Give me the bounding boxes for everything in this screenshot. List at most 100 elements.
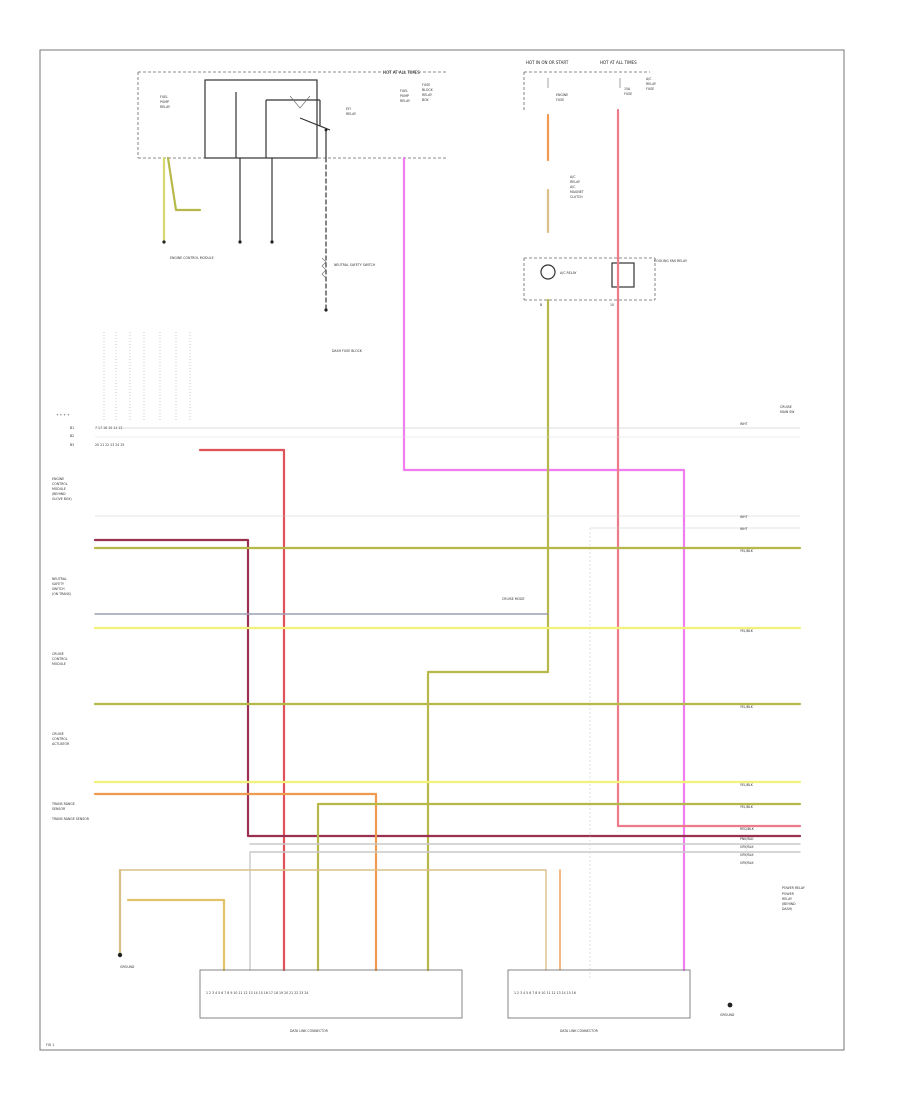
svg-text:PNK/BLK: PNK/BLK (740, 837, 754, 841)
ac-relay-label: A/C RELAY (560, 271, 577, 275)
svg-text:DASH): DASH) (782, 907, 792, 911)
figure-number: FIG 1 (46, 1043, 54, 1047)
wire-red-ecm (198, 448, 286, 972)
dash-fuse-label: DASH FUSE BLOCK (332, 349, 363, 353)
data-link-connector-left: 1 2 3 4 5 6 7 8 9 10 11 12 13 14 15 16 1… (199, 969, 463, 1033)
svg-text:15A: 15A (624, 87, 631, 91)
svg-text:YEL/BLK: YEL/BLK (740, 783, 754, 787)
svg-text:RELAY: RELAY (400, 99, 410, 103)
svg-text:ACTUATOR: ACTUATOR (52, 742, 70, 746)
data-link-connector-right: 1 2 3 4 5 6 7 8 9 10 11 12 13 14 15 16 D… (507, 969, 691, 1033)
svg-text:YEL/BLK: YEL/BLK (740, 629, 754, 633)
svg-text:POWER: POWER (782, 892, 795, 896)
svg-text:FUSE: FUSE (422, 83, 430, 87)
svg-text:B1: B1 (70, 426, 74, 430)
wire-tan-h (119, 869, 547, 971)
svg-text:RELAY: RELAY (346, 112, 356, 116)
wire-pink (402, 156, 686, 972)
right-terminals: WHT WHT YEL/BLK YEL/BLK YEL/BLK YEL/BLK YEL… (740, 515, 796, 911)
svg-text:MAGNET: MAGNET (570, 190, 584, 194)
wire-yellow-stub (126, 898, 226, 972)
svg-text:PUMP: PUMP (160, 100, 169, 104)
svg-text:GLOVE BOX): GLOVE BOX) (52, 497, 72, 501)
wire-left-olive (166, 156, 202, 212)
svg-text:B2: B2 (70, 434, 74, 438)
svg-text:FUSE: FUSE (624, 92, 632, 96)
svg-text:A/C: A/C (570, 185, 576, 189)
svg-text:B: B (540, 303, 542, 307)
svg-text:SAFETY: SAFETY (52, 582, 64, 586)
svg-text:ENGINE: ENGINE (52, 477, 64, 481)
svg-text:WHT: WHT (740, 422, 748, 426)
svg-text:CRUISE: CRUISE (52, 652, 64, 656)
svg-text:PUMP: PUMP (400, 94, 409, 98)
svg-text:BLOCK: BLOCK (422, 88, 434, 92)
svg-text:YEL/BLK: YEL/BLK (740, 805, 754, 809)
svg-text:RELAY: RELAY (570, 180, 580, 184)
svg-text:RED/BLK: RED/BLK (740, 827, 755, 831)
svg-text:CRUISE: CRUISE (52, 732, 64, 736)
relay-box-right: HOT IN ON OR START HOT AT ALL TIMES ENGI… (523, 60, 687, 307)
svg-text:RELAY: RELAY (160, 105, 170, 109)
right-bus-label-a: HOT IN ON OR START (526, 60, 569, 65)
svg-text:10: 10 (610, 303, 614, 307)
svg-text:SENSOR: SENSOR (52, 807, 66, 811)
wire-olive-center (426, 298, 550, 972)
svg-text:FUSE: FUSE (646, 87, 654, 91)
vertical-label-group (103, 332, 191, 420)
wire-darkred-left (93, 538, 802, 838)
ground-left-label: GROUND (120, 965, 135, 969)
svg-text:1 2 3 4 5 6 7 8 9 10 11 12 13: 1 2 3 4 5 6 7 8 9 10 11 12 13 14 15 16 1… (206, 991, 308, 995)
svg-text:A/C: A/C (570, 175, 576, 179)
svg-text:A/C: A/C (646, 77, 652, 81)
engine-control-label: ENGINE CONTROL MODULE (170, 256, 214, 260)
svg-text:(BEHIND: (BEHIND (782, 902, 796, 906)
svg-text:(BEHIND: (BEHIND (52, 492, 66, 496)
right-bus-label-b: HOT AT ALL TIMES (600, 60, 637, 65)
svg-text:CONTROL: CONTROL (52, 482, 68, 486)
relay-bus-label: HOT AT ALL TIMES (383, 70, 420, 75)
svg-text:YEL/BLK: YEL/BLK (740, 549, 754, 553)
power-relay-label: POWER RELAY (782, 886, 805, 890)
svg-text:BOX: BOX (422, 98, 429, 102)
svg-text:CONTROL: CONTROL (52, 657, 68, 661)
svg-text:SWITCH: SWITCH (52, 587, 65, 591)
svg-text:1 2 3 4 5 6 7 8 9 10 11 12 13: 1 2 3 4 5 6 7 8 9 10 11 12 13 14 15 16 (514, 991, 576, 995)
svg-text:+ + + +: + + + + (56, 413, 70, 417)
dlc-left-label: DATA LINK CONNECTOR (290, 1029, 329, 1033)
svg-text:EFI: EFI (346, 107, 351, 111)
wire-gray-h3 (249, 851, 801, 971)
svg-text:RELAY: RELAY (422, 93, 432, 97)
trans-range-label: TRANS RANGE SENSOR (51, 817, 90, 821)
neutral-safety-label: NEUTRAL SAFETY SWITCH (334, 263, 376, 267)
svg-text:NEUTRAL: NEUTRAL (52, 577, 67, 581)
svg-text:WHT: WHT (740, 515, 748, 519)
svg-text:MAIN SW: MAIN SW (780, 410, 795, 414)
svg-text:TRANS RANGE: TRANS RANGE (51, 802, 75, 806)
ground-right-label: GROUND (720, 1013, 735, 1017)
dlc-right-label: DATA LINK CONNECTOR (560, 1029, 599, 1033)
wire-orange-h (93, 792, 378, 972)
svg-text:YEL/BLK: YEL/BLK (740, 705, 754, 709)
svg-text:GRY/BLK: GRY/BLK (740, 845, 754, 849)
svg-text:FUEL: FUEL (160, 95, 168, 99)
svg-text:MODULE: MODULE (52, 662, 66, 666)
svg-text:RELAY: RELAY (646, 82, 656, 86)
cooling-fan-label: COOLING FAN RELAY (654, 259, 687, 263)
svg-text:RELAY: RELAY (782, 897, 792, 901)
svg-text:B3: B3 (70, 443, 74, 447)
svg-text:WHT: WHT (740, 527, 748, 531)
svg-text:GRY/BLK: GRY/BLK (740, 853, 754, 857)
svg-text:CRUISE: CRUISE (780, 405, 792, 409)
svg-text:CONTROL: CONTROL (52, 737, 68, 741)
wire-olive-h3 (316, 802, 802, 972)
svg-text:CLUTCH: CLUTCH (570, 195, 583, 199)
svg-text:20 21 22 23 24 25: 20 21 22 23 24 25 (95, 443, 124, 447)
diagram-frame (39, 49, 845, 1051)
svg-text:(ON TRANS): (ON TRANS) (52, 592, 71, 596)
svg-text:MODULE: MODULE (52, 487, 66, 491)
